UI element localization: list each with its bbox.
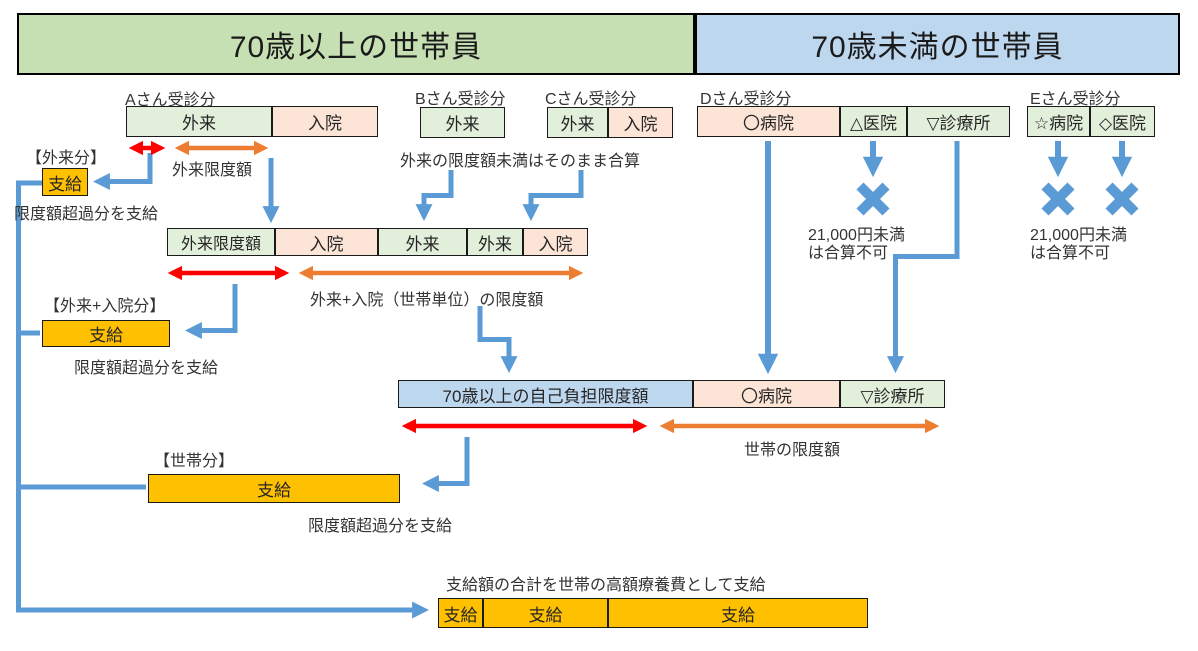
patient-d-box-hospital: 〇病院 xyxy=(697,106,840,137)
arrow-to-payment3 xyxy=(421,437,470,493)
row2-cell-outpatient-c: 外来 xyxy=(467,228,523,256)
patient-e-label: Eさん受診分 xyxy=(1030,91,1121,108)
arrow-c-down xyxy=(522,170,584,222)
payment-box-outpatient-inpatient: 支給 xyxy=(42,320,170,347)
header-over70-label: 70歳以上の世帯員 xyxy=(229,31,483,64)
patient-c-box-outpatient: 外来 xyxy=(547,107,608,138)
patient-c-label: Cさん受診分 xyxy=(545,91,637,108)
patient-b-box-outpatient: 外来 xyxy=(420,107,505,138)
cross-icon-e-byoin xyxy=(1041,182,1075,216)
row3-cell-shinryojo: ▽診療所 xyxy=(840,380,945,408)
patient-e-box-hospital: ☆病院 xyxy=(1027,106,1090,137)
e-no-merge-note-line2: は合算不可 xyxy=(1030,245,1111,262)
patient-a-box-inpatient: 入院 xyxy=(272,106,378,137)
merge-as-is-caption: 外来の限度額未満はそのまま合算 xyxy=(400,153,641,170)
row3-cell-hospital: 〇病院 xyxy=(693,380,840,408)
row2-cell-inpatient-c: 入院 xyxy=(523,228,588,256)
e-no-merge-note-line1: 21,000円未満 xyxy=(1030,227,1127,244)
arrow-row2-to-row3 xyxy=(477,306,518,374)
payment1-note: 限度額超過分を支給 xyxy=(14,206,159,223)
payment3-note: 限度額超過分を支給 xyxy=(308,518,453,535)
arrow-spine-to-total xyxy=(16,180,430,619)
total-cell-payment2: 支給 xyxy=(483,598,608,628)
patient-b-label: Bさん受診分 xyxy=(415,91,506,108)
arrow-to-payment1 xyxy=(92,153,153,191)
patient-a-box-outpatient: 外来 xyxy=(126,106,272,137)
patient-d-box-shinryojo: ▽診療所 xyxy=(907,106,1010,137)
patient-d-label: Dさん受診分 xyxy=(700,91,792,108)
d-no-merge-note-line2: は合算不可 xyxy=(808,245,889,262)
header-under70-label: 70歳未満の世帯員 xyxy=(811,31,1064,64)
cross-icon-e-iin xyxy=(1105,182,1139,216)
payment-box-household: 支給 xyxy=(148,474,400,503)
patient-a-label: Aさん受診分 xyxy=(125,92,216,109)
payment2-note: 限度額超過分を支給 xyxy=(74,360,219,377)
header-over70: 70歳以上の世帯員 xyxy=(17,13,695,75)
outpatient-inpatient-part-label: 【外来+入院分】 xyxy=(44,298,166,315)
patient-e-box-iin: ◇医院 xyxy=(1090,106,1155,137)
patient-d-box-iin: △医院 xyxy=(840,106,907,137)
household-limit-caption: 世帯の限度額 xyxy=(744,442,841,459)
outpatient-part-label: 【外来分】 xyxy=(26,150,107,167)
total-cell-payment3: 支給 xyxy=(608,598,868,628)
row2-cell-inpatient-a: 入院 xyxy=(275,228,378,256)
patient-c-box-inpatient: 入院 xyxy=(608,107,673,138)
household-unit-limit-caption: 外来+入院（世帯単位）の限度額 xyxy=(310,292,544,309)
row2-cell-outpatient-limit: 外来限度額 xyxy=(167,228,275,256)
cross-icon-d-iin xyxy=(856,182,890,216)
total-benefit-caption: 支給額の合計を世帯の高額療養費として支給 xyxy=(446,577,766,594)
row2-cell-outpatient-b: 外来 xyxy=(378,228,467,256)
header-under70: 70歳未満の世帯員 xyxy=(695,13,1180,75)
total-cell-payment1: 支給 xyxy=(438,598,483,628)
household-part-label: 【世帯分】 xyxy=(154,453,235,470)
outpatient-limit-caption: 外来限度額 xyxy=(172,162,253,179)
arrow-b-down xyxy=(415,170,454,222)
payment-box-outpatient: 支給 xyxy=(42,168,88,196)
d-no-merge-note-line1: 21,000円未満 xyxy=(808,227,905,244)
row3-cell-over70-limit: 70歳以上の自己負担限度額 xyxy=(398,380,693,408)
arrow-d-shinryojo-down xyxy=(886,141,960,374)
arrow-to-payment2 xyxy=(184,284,238,340)
